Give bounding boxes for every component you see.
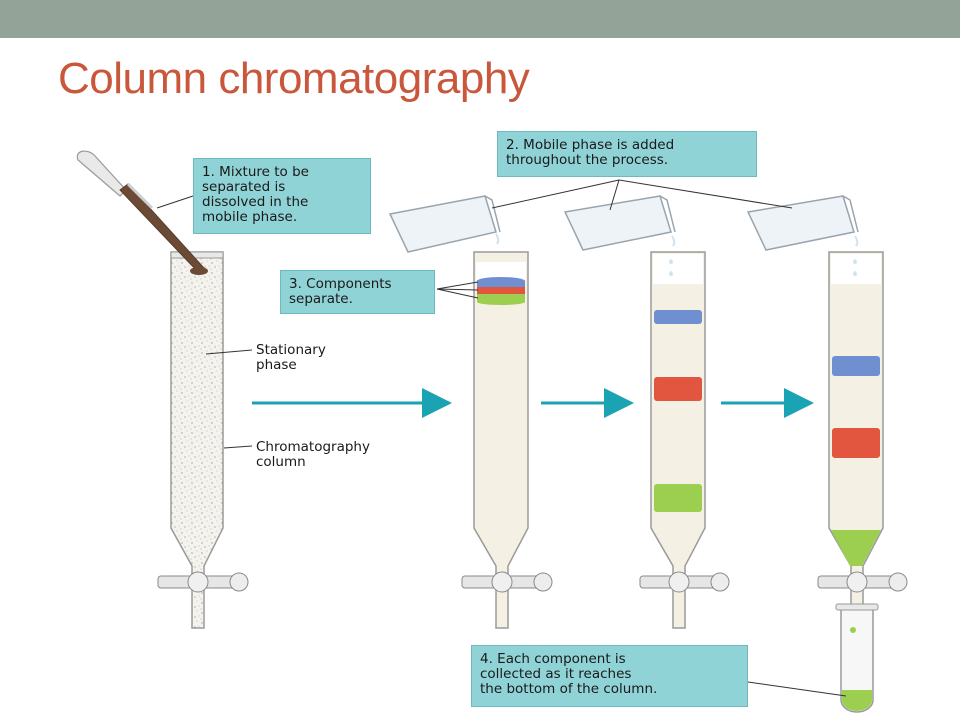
label-chromatography-column-line: Chromatography: [256, 439, 370, 455]
callout-step-4: 4. Each component is collected as it rea…: [471, 645, 748, 707]
column-1: [157, 251, 249, 629]
callout-step-1-line: 1. Mixture to be: [202, 164, 309, 180]
callout-step-2: 2. Mobile phase is added throughout the …: [497, 131, 757, 177]
stopcock-icon: [639, 571, 730, 593]
callout-step-1-line: mobile phase.: [202, 209, 298, 225]
stopcock-icon: [817, 571, 908, 593]
label-chromatography-column-line: column: [256, 454, 306, 470]
callout-step-3-line: 3. Components: [289, 276, 392, 292]
label-chromatography-column: Chromatography column: [256, 440, 370, 470]
label-stationary-phase: Stationary phase: [256, 343, 326, 373]
callout-step-2-line: 2. Mobile phase is added: [506, 137, 675, 153]
callout-step-4-line: the bottom of the column.: [480, 681, 658, 697]
beaker-icon: [746, 195, 859, 251]
slide-title: Column chromatography: [58, 54, 530, 103]
label-stationary-phase-line: Stationary: [256, 342, 326, 358]
column-2-bands: [477, 277, 525, 305]
test-tube-icon: [835, 603, 879, 713]
column-2-body: [473, 251, 529, 629]
column-2: [461, 251, 553, 629]
callout-step-4-line: collected as it reaches: [480, 666, 632, 682]
callout-step-4-line: 4. Each component is: [480, 651, 626, 667]
callout-step-1-line: separated is: [202, 179, 286, 195]
stopcock-icon: [157, 571, 249, 593]
slide-top-bar: [0, 0, 960, 38]
column-3: [639, 251, 730, 629]
callout-step-2-line: throughout the process.: [506, 152, 669, 168]
label-stationary-phase-line: phase: [256, 357, 297, 373]
stopcock-icon: [461, 571, 553, 593]
beaker-icon: [388, 195, 501, 253]
beaker-icon: [563, 195, 676, 251]
column-1-body: [170, 251, 224, 629]
callout-step-3-line: separate.: [289, 291, 353, 307]
column-3-body: [650, 251, 706, 629]
callout-step-1: 1. Mixture to be separated is dissolved …: [193, 158, 371, 234]
pipette-icon: [76, 150, 208, 275]
column-4: [817, 251, 908, 713]
callout-step-3: 3. Components separate.: [280, 270, 435, 314]
leader-lines: [156, 179, 847, 697]
callout-step-1-line: dissolved in the: [202, 194, 309, 210]
